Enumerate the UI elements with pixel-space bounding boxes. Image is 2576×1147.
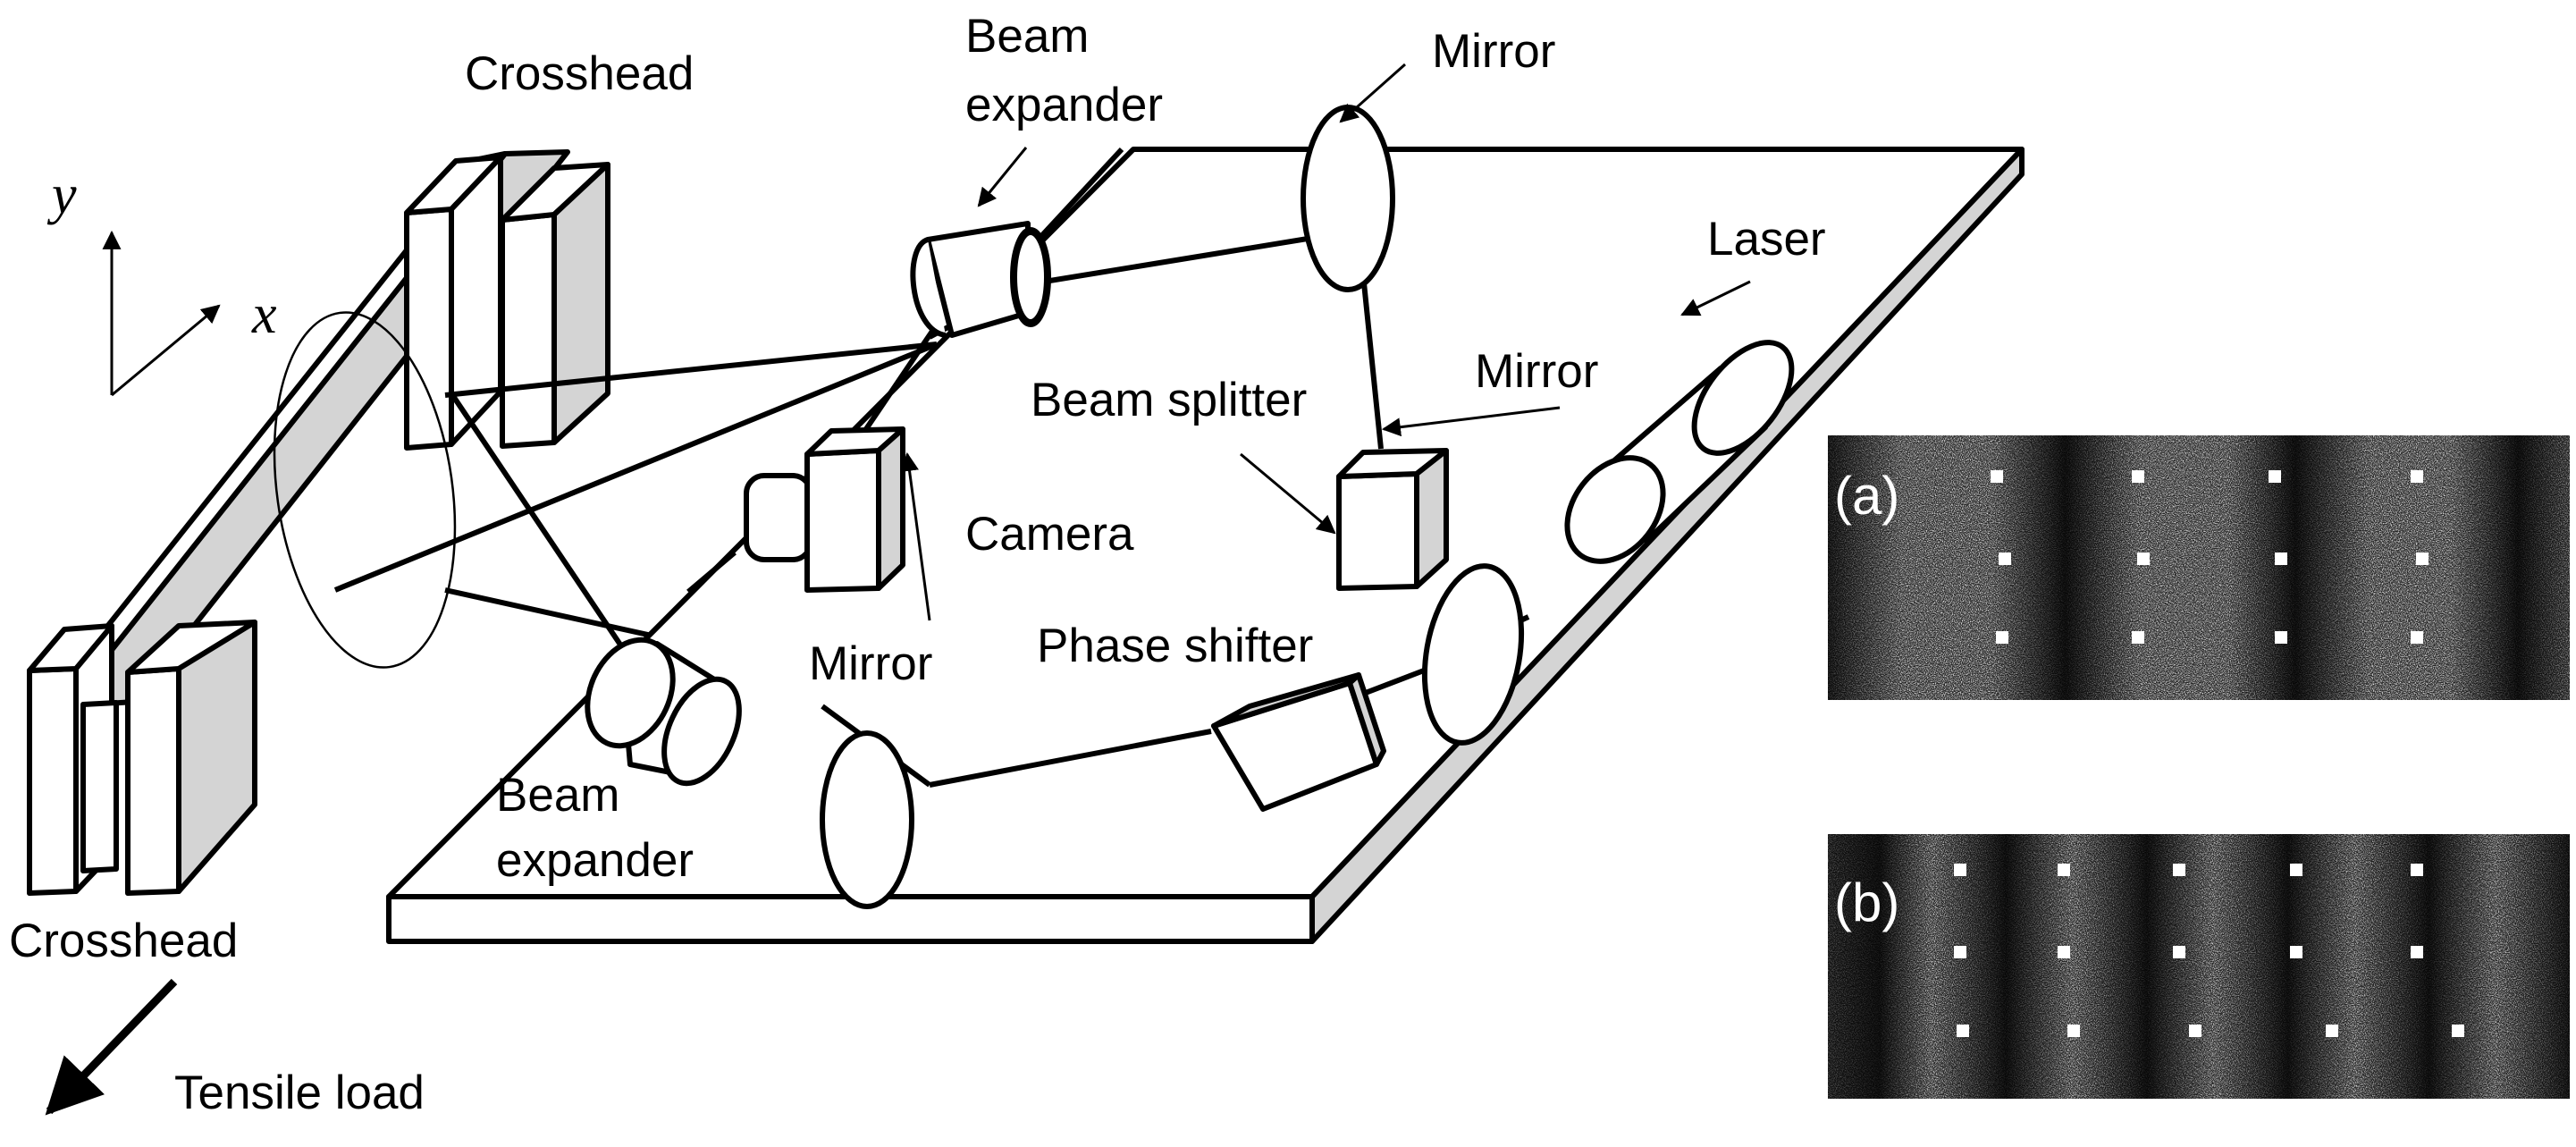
beam-expander-bottom <box>585 637 742 787</box>
x-axis-arrow <box>111 304 221 397</box>
label-tensile-load: Tensile load <box>174 1067 425 1119</box>
mirror-right <box>1421 563 1525 746</box>
label-beam-expander-bottom-1: Beam <box>496 769 619 822</box>
phase-shifter <box>1211 672 1386 812</box>
label-beam-expander-bottom-2: expander <box>496 834 694 887</box>
label-beam-splitter: Beam splitter <box>1031 374 1307 426</box>
mirror-bottom <box>820 730 914 909</box>
label-camera: Camera <box>965 508 1134 561</box>
label-crosshead-bottom: Crosshead <box>9 915 238 967</box>
label-mirror-right: Mirror <box>1475 345 1598 398</box>
axis-label-x: x <box>251 284 277 345</box>
label-mirror-top: Mirror <box>1432 25 1555 78</box>
markers-a <box>1991 470 2429 644</box>
arrow-mirror-camera <box>900 451 931 621</box>
label-mirror-camera: Mirror <box>809 637 932 690</box>
panel-label-b: (b) <box>1834 873 1899 932</box>
optical-table <box>386 147 2025 944</box>
pointer-arrows <box>900 63 1751 621</box>
label-beam-expander-top-2: expander <box>965 79 1163 131</box>
beam-expander-top <box>910 221 1051 338</box>
label-crosshead-top: Crosshead <box>465 47 694 100</box>
label-laser: Laser <box>1707 213 1826 266</box>
beam-splitter <box>1336 448 1449 591</box>
label-phase-shifter: Phase shifter <box>1037 620 1313 672</box>
crosshead-bottom <box>27 620 257 896</box>
arrow-beam-splitter <box>1240 452 1336 535</box>
arrow-laser <box>1680 280 1751 316</box>
panel-label-a: (a) <box>1834 466 1899 526</box>
coordinate-axes <box>102 230 221 397</box>
mirror-top <box>1301 105 1395 292</box>
tensile-load-arrow <box>45 978 178 1116</box>
arrow-mirror-right <box>1381 406 1561 437</box>
fringe-panel-a: (a) <box>1828 435 2570 700</box>
camera <box>744 426 905 593</box>
arrow-beam-expander-top <box>977 147 1028 207</box>
fringe-panel-b: (b) <box>1828 834 2570 1099</box>
table-front-edge <box>386 894 1315 944</box>
label-beam-expander-top-1: Beam <box>965 10 1089 63</box>
markers-b <box>1954 864 2464 1037</box>
axis-label-y: y <box>46 164 77 225</box>
laser <box>1564 340 1795 564</box>
crosshead-top <box>404 155 610 451</box>
arrow-mirror-top <box>1339 63 1406 123</box>
measurement-area <box>273 311 457 669</box>
